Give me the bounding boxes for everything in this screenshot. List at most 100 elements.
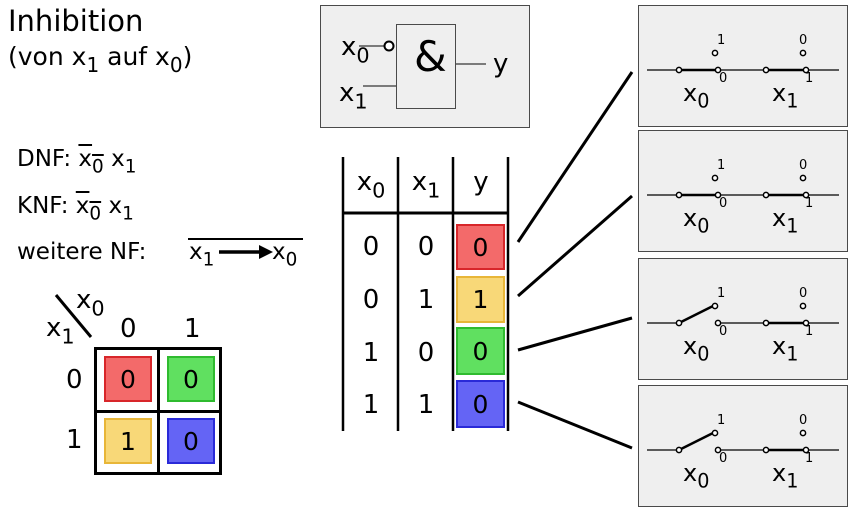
switch-circuit — [647, 429, 839, 454]
tt-header-y: y — [473, 167, 489, 197]
switch-x0-label: x0 — [683, 459, 710, 493]
tt-row3-y: 0 — [456, 380, 505, 428]
subtitle-sub2: 0 — [169, 53, 183, 77]
tt-row2-x0: 1 — [362, 338, 380, 368]
switch-x1-pos-zero: 0 — [799, 158, 808, 173]
switch-x1-contact-zero — [799, 174, 807, 182]
weitere-nf-label: weitere NF: — [17, 239, 147, 265]
implication-overline-and-arrow — [188, 238, 303, 259]
knf-label: KNF: — [17, 193, 69, 219]
subtitle-prefix: (von x — [8, 42, 87, 71]
weitere-term-x1: x1 — [189, 239, 215, 271]
gate-wires — [359, 40, 486, 87]
tt-row3-x0: 1 — [362, 390, 380, 420]
switch-x0-pos-zero: 0 — [719, 196, 728, 211]
subtitle-mid: auf x — [99, 42, 170, 71]
dnf-line: DNF: x0 x1 — [17, 145, 137, 178]
switch-x0-blade — [678, 431, 714, 452]
switch-x1-pivot — [762, 191, 770, 199]
kv-col-header-1: 1 — [184, 314, 201, 344]
switch-x1-contact-zero — [799, 302, 807, 310]
switch-x0-pos-one: 1 — [717, 413, 726, 428]
knf-line: KNF: x0 x1 — [17, 192, 134, 225]
tt-row2-y: 0 — [456, 327, 505, 375]
switch-circuit — [647, 302, 839, 327]
switch-x1-label: x1 — [772, 79, 799, 113]
switch-x0-contact-zero — [714, 66, 722, 74]
truth-table-grid — [341, 157, 510, 431]
switch-x1-pos-zero: 0 — [799, 413, 808, 428]
switch-x0-blade — [678, 304, 714, 325]
switch-x1-pivot — [762, 319, 770, 327]
kv-row-header-0: 0 — [66, 365, 83, 395]
switch-x0-pos-zero: 0 — [719, 71, 728, 86]
knf-term-x0-negated: x0 — [75, 193, 102, 225]
gate-box: & x0 x1 y — [320, 5, 530, 128]
switch-x1-pos-zero: 0 — [799, 33, 808, 48]
switch-x1-contact-one — [802, 191, 810, 199]
switch-circuit — [647, 174, 839, 199]
kv-row-header-1: 1 — [66, 425, 83, 455]
switch-x1-contact-one — [802, 66, 810, 74]
truth-table: x0 x1 y 0 0 0 0 1 1 1 0 0 1 1 0 — [340, 155, 510, 435]
switch-x0-pos-zero: 0 — [719, 324, 728, 339]
switch-x0-pivot — [675, 191, 683, 199]
switch-x0-contact-one — [711, 174, 719, 182]
switch-x0-pivot — [675, 66, 683, 74]
tt-header-x1: x1 — [411, 167, 441, 203]
subtitle-suffix: ) — [182, 42, 193, 71]
kv-diagonal — [54, 294, 93, 338]
switch-x0-label: x0 — [683, 79, 710, 113]
dnf-label: DNF: — [17, 146, 72, 172]
switch-panel: 1 0 0 1 x0 x1 — [638, 385, 848, 507]
switch-x0-pivot — [675, 319, 683, 327]
tt-row2-x1: 0 — [417, 338, 435, 368]
dnf-term-x0-negated: x0 — [78, 146, 104, 178]
switch-x0-label: x0 — [683, 204, 710, 238]
and-gate-symbol: & — [414, 32, 447, 81]
switch-x0-label: x0 — [683, 332, 710, 366]
switch-x1-pivot — [762, 66, 770, 74]
tt-header-x0: x0 — [356, 167, 386, 203]
and-gate-body — [396, 24, 456, 109]
kv-cell-11: 0 — [167, 418, 215, 464]
kv-grid — [94, 347, 222, 475]
switch-x0-pivot — [675, 446, 683, 454]
subtitle-sub1: 1 — [86, 53, 100, 77]
switch-x0-pos-one: 1 — [717, 158, 726, 173]
tt-row0-x0: 0 — [362, 232, 380, 262]
switch-x1-contact-zero — [799, 429, 807, 437]
kv-corner-x1: x1 — [46, 313, 75, 349]
switch-x0-contact-zero — [714, 446, 722, 454]
switch-x1-contact-zero — [799, 49, 807, 57]
dnf-term-x1: x1 — [111, 146, 137, 178]
tt-row0-y: 0 — [456, 224, 505, 270]
switch-x1-pos-zero: 0 — [799, 286, 808, 301]
tt-row1-x1: 1 — [417, 285, 435, 315]
diagram-title: Inhibition — [8, 4, 144, 38]
switch-x1-pos-one: 1 — [805, 324, 814, 339]
kv-corner-x0: x0 — [76, 285, 105, 321]
gate-input-x0-label: x0 — [341, 32, 370, 68]
switch-x1-pivot — [762, 446, 770, 454]
kv-cell-00: 0 — [104, 356, 152, 402]
switch-circuit — [647, 49, 839, 74]
switch-x1-pos-one: 1 — [805, 451, 814, 466]
switch-x1-label: x1 — [772, 459, 799, 493]
tt-row1-x0: 0 — [362, 285, 380, 315]
switch-x0-pos-one: 1 — [717, 286, 726, 301]
switch-x0-contact-one — [711, 429, 719, 437]
switch-x1-contact-one — [802, 319, 810, 327]
tt-row0-x1: 0 — [417, 232, 435, 262]
switch-x1-pos-one: 1 — [805, 71, 814, 86]
kv-col-header-0: 0 — [120, 314, 137, 344]
switch-x0-contact-zero — [714, 191, 722, 199]
weitere-nf-line: weitere NF: — [17, 238, 146, 266]
switch-x0-pos-zero: 0 — [719, 451, 728, 466]
kv-cell-01: 0 — [167, 356, 215, 402]
switch-x0-contact-one — [711, 49, 719, 57]
